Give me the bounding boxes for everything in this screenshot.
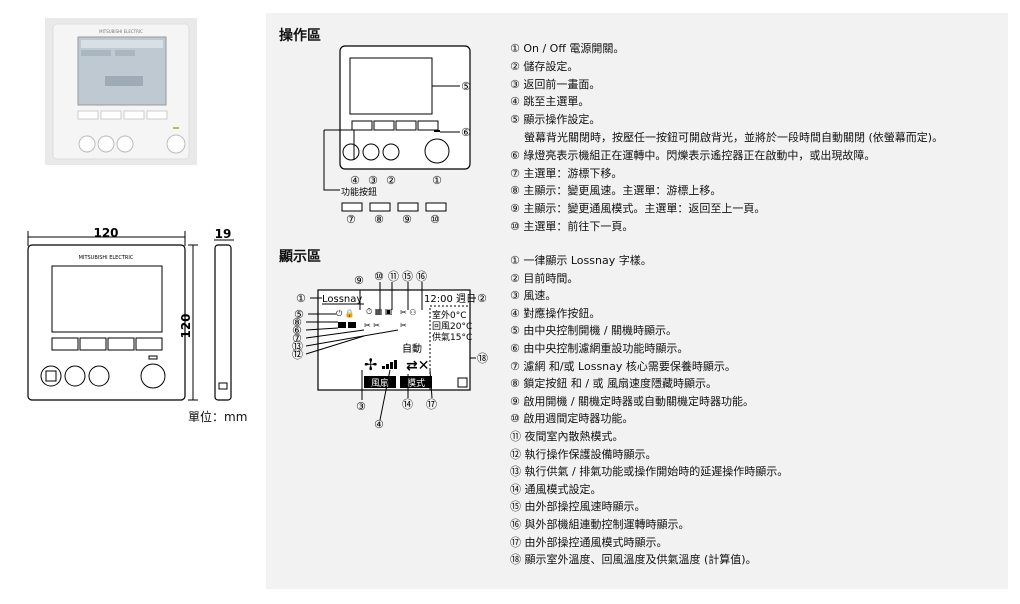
disp-item: ⑭ 通風模式設定。 [510,482,602,496]
drawing-brand: MITSUBISHI ELECTRIC [79,255,134,261]
op-callout-10: ⑩ [430,213,440,226]
disp-item: ⑤ 由中央控制開機 / 關機時顯示。 [510,324,678,338]
op-item: ④ 跳至主選單。 [510,95,590,109]
screen-small-icons: ✂ ✂ [364,321,380,330]
disp-callout-1: ① [296,292,306,305]
controller-photo: MITSUBISHI ELECTRIC [45,18,197,165]
disp-item: ⑧ 鎖定按鈕 和 / 或 風扇速度隱藏時顯示。 [510,377,718,391]
disp-callout-12: ⑫ [292,348,303,361]
depth-label: 19 [215,227,232,241]
disp-callout-13: ⑬ [292,340,303,353]
op-callout-2: ② [386,174,396,187]
op-item: ⑤ 顯示操作設定。 [510,113,601,127]
op-item: ① On / Off 電源開關。 [510,42,625,55]
operation-diagram: ④ ③ ② ① ⑤ ⑥ ⑦ ⑧ ⑨ ⑩ 功能按鈕 [323,45,471,226]
op-callout-6: ⑥ [461,126,471,139]
disp-item: ⑩ 啟用週間定時器功能。 [510,412,634,426]
disp-item: ⑰ 由外部操控通風模式時顯示。 [510,535,668,549]
disp-item: ⑥ 由中央控制濾網重設功能時顯示。 [510,341,689,355]
display-diagram: Lossnay 12:00 週日 ⏻ 🔒 ⏱ ▦ ▣ ✂ ✂ ✂ ⚇ ✂ 室外0… [292,270,488,430]
disp-callout-3: ③ [356,400,366,413]
disp-item: ② 目前時間。 [510,271,579,285]
op-item-note: 螢幕背光關閉時，按壓任一按鈕可開啟背光，並將於一段時間自動關閉 (依螢幕而定)。 [524,130,944,144]
screen-mode-button: 模式 [407,377,425,389]
screen-ext-icon2: ✂ [400,321,407,330]
operation-list: ① On / Off 電源開關。 ② 儲存設定。 ③ 返回前一畫面。 ④ 跳至主… [510,40,943,236]
disp-callout-8: ⑧ [292,316,302,329]
disp-item: ⑪ 夜間室內散熱模式。 [510,429,624,443]
screen-vent-mode-icon: ⇄✕ [406,358,429,374]
display-list: ① 一律顯示 Lossnay 字樣。 ② 目前時間。 ③ 風速。 ④ 對應操作按… [510,252,788,569]
screen-time: 12:00 週日 [424,293,476,305]
disp-item: ③ 風速。 [510,289,557,303]
disp-callout-15: ⑮ [402,270,413,283]
screen-mode-text: 自動 [402,342,422,355]
op-callout-4: ④ [350,174,360,187]
disp-callout-2: ② [477,292,487,305]
disp-callout-11: ⑪ [388,270,399,283]
op-callout-7: ⑦ [346,213,356,226]
op-item: ⑨ 主顯示：變更通風模式。主選單：返回至上一頁。 [510,202,766,216]
disp-callout-5: ⑤ [294,308,304,321]
op-callout-9: ⑨ [402,213,412,226]
screen-timer-icons: ⏱ ▦ ▣ [366,307,392,316]
disp-callout-6: ⑥ [292,324,302,337]
disp-item: ④ 對應操作按鈕。 [510,306,601,320]
screen-icon-row1: ⏻ 🔒 [336,309,355,318]
op-item: ③ 返回前一畫面。 [510,77,601,91]
height-label: 120 [179,313,193,338]
controller-photo-drawing: MITSUBISHI ELECTRIC [45,18,197,165]
display-title: 顯示區 [279,249,321,265]
op-item: ⑦ 主選單：游標下移。 [510,166,623,180]
op-callout-5: ⑤ [461,80,471,93]
screen-fan-icon: ✢ [364,355,377,374]
screen-temp-outdoor: 室外0°C [432,309,467,321]
op-item: ② 儲存設定。 [510,59,579,73]
unit-label: 單位：mm [188,410,248,424]
disp-item: ⑫ 執行操作保護設備時顯示。 [510,447,657,461]
disp-callout-16: ⑯ [416,270,427,283]
op-item: ⑧ 主顯示：變更風速。主選單：游標上移。 [510,184,722,198]
disp-item: ⑱ 顯示室外溫度、回風溫度及供氣溫度 (計算值)。 [510,553,757,567]
photo-brand: MITSUBISHI ELECTRIC [99,29,143,34]
disp-item: ⑮ 由外部操控風速時顯示。 [510,500,646,514]
op-callout-1: ① [432,174,442,187]
screen-temp-return: 回風20°C [432,321,472,332]
op-item: ⑥ 綠燈亮表示機組正在運轉中。閃爍表示遙控器正在啟動中，或出現故障。 [510,148,876,162]
op-callout-3: ③ [368,174,378,187]
operation-title: 操作區 [279,28,321,44]
disp-callout-10: ⑩ [374,270,384,283]
op-item: ⑩ 主選單：前往下一頁。 [510,219,634,233]
screen-brand: Lossnay [322,294,362,305]
disp-item: ⑯ 與外部機組連動控制運轉時顯示。 [510,517,690,531]
disp-callout-14: ⑭ [402,398,413,411]
disp-callout-9: ⑨ [354,274,364,287]
dimension-drawing: 120 MITSUBISHI ELECTRIC 120 19 [27,226,234,401]
screen-ext-icons: ✂ ⚇ [400,308,416,317]
disp-item: ⑨ 啟用開機 / 關機定時器或自動關機定時器功能。 [510,394,755,408]
disp-callout-17: ⑰ [426,398,437,411]
function-button-label: 功能按鈕 [341,186,377,198]
disp-item: ① 一律顯示 Lossnay 字樣。 [510,254,652,267]
width-label: 120 [93,226,118,240]
disp-item: ⑦ 濾網 和/或 Lossnay 核心需要保養時顯示。 [510,359,736,373]
screen-temp-supply: 供氣15°C [432,331,472,343]
disp-item: ⑬ 執行供氣 / 排氣功能或操作開始時的延遲操作時顯示。 [510,465,789,479]
disp-callout-18: ⑱ [477,352,488,365]
op-callout-8: ⑧ [374,213,384,226]
disp-callout-4: ④ [374,418,384,430]
disp-callout-7: ⑦ [292,332,302,345]
screen-fan-button: 風扇 [371,377,389,389]
